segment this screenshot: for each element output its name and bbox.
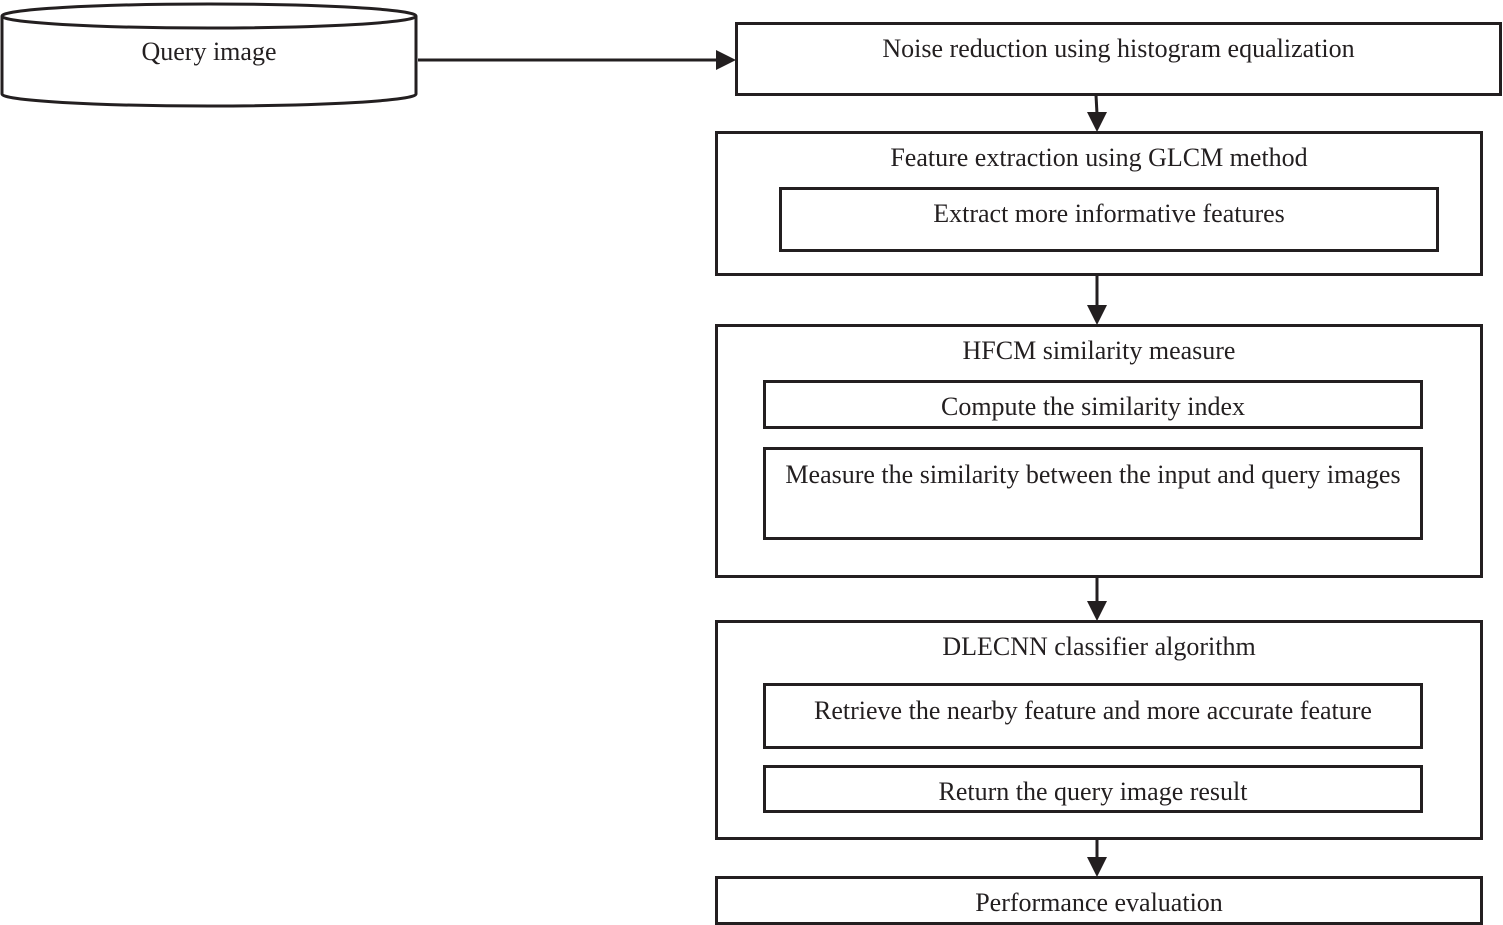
extract-features-box: Extract more informative features [779, 187, 1439, 252]
arrow-dlecnn-to-performance [1087, 839, 1107, 877]
dlecnn-label: DLECNN classifier algorithm [942, 632, 1256, 661]
hfcm-label: HFCM similarity measure [962, 336, 1236, 365]
arrow-feature-to-hfcm [1087, 275, 1107, 325]
similarity-index-label: Compute the similarity index [940, 392, 1245, 421]
measure-similarity-box: Measure the similarity between the input… [763, 447, 1423, 540]
extract-features-label: Extract more informative features [933, 199, 1285, 228]
similarity-index-box: Compute the similarity index [763, 380, 1423, 429]
retrieve-feature-label: Retrieve the nearby feature and more acc… [814, 696, 1372, 725]
feature-extraction-label: Feature extraction using GLCM method [890, 143, 1308, 172]
query-image-label: Query image [141, 37, 277, 66]
arrow-hfcm-to-dlecnn [1087, 577, 1107, 621]
performance-evaluation-box: Performance evaluation [715, 876, 1483, 925]
noise-reduction-box: Noise reduction using histogram equaliza… [735, 22, 1502, 96]
measure-similarity-label: Measure the similarity between the input… [785, 460, 1401, 489]
arrow-noise-to-feature [1087, 94, 1107, 132]
performance-evaluation-label: Performance evaluation [975, 888, 1223, 917]
return-result-box: Return the query image result [763, 765, 1423, 813]
query-image-cylinder [0, 2, 418, 108]
return-result-label: Return the query image result [938, 777, 1248, 806]
arrow-query-to-noise [418, 50, 736, 70]
retrieve-feature-box: Retrieve the nearby feature and more acc… [763, 683, 1423, 749]
noise-reduction-label: Noise reduction using histogram equaliza… [882, 34, 1355, 63]
